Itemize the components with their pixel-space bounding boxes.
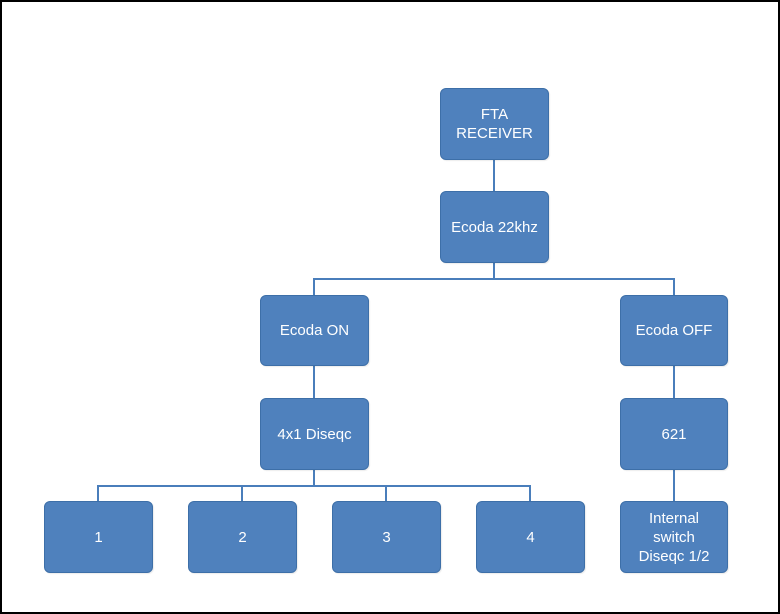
- node-ecoda-off-label: Ecoda OFF: [635, 322, 713, 339]
- node-internal-switch-label: Internal switch Diseqc 1/2: [638, 509, 710, 565]
- node-fta-receiver-label: FTA RECEIVER: [456, 106, 533, 142]
- node-4x1-diseqc: 4x1 Diseqc: [260, 398, 369, 470]
- node-ecoda-off: Ecoda OFF: [620, 295, 728, 366]
- node-ecoda-on-label: Ecoda ON: [279, 322, 350, 339]
- node-port-3: 3: [332, 501, 441, 573]
- node-port-4-label: 4: [526, 528, 535, 546]
- node-ecoda-on: Ecoda ON: [260, 295, 369, 366]
- node-ecoda-22khz-label: Ecoda 22khz: [451, 218, 538, 236]
- node-port-1: 1: [44, 501, 153, 573]
- node-4x1-diseqc-label: 4x1 Diseqc: [277, 425, 352, 443]
- node-port-2-label: 2: [238, 528, 247, 546]
- node-internal-switch: Internal switch Diseqc 1/2: [620, 501, 728, 573]
- node-ecoda-22khz: Ecoda 22khz: [440, 191, 549, 263]
- node-port-3-label: 3: [382, 528, 391, 546]
- node-621-label: 621: [661, 425, 687, 443]
- node-fta-receiver: FTA RECEIVER: [440, 88, 549, 160]
- node-port-4: 4: [476, 501, 585, 573]
- node-port-1-label: 1: [94, 528, 103, 546]
- node-621: 621: [620, 398, 728, 470]
- node-port-2: 2: [188, 501, 297, 573]
